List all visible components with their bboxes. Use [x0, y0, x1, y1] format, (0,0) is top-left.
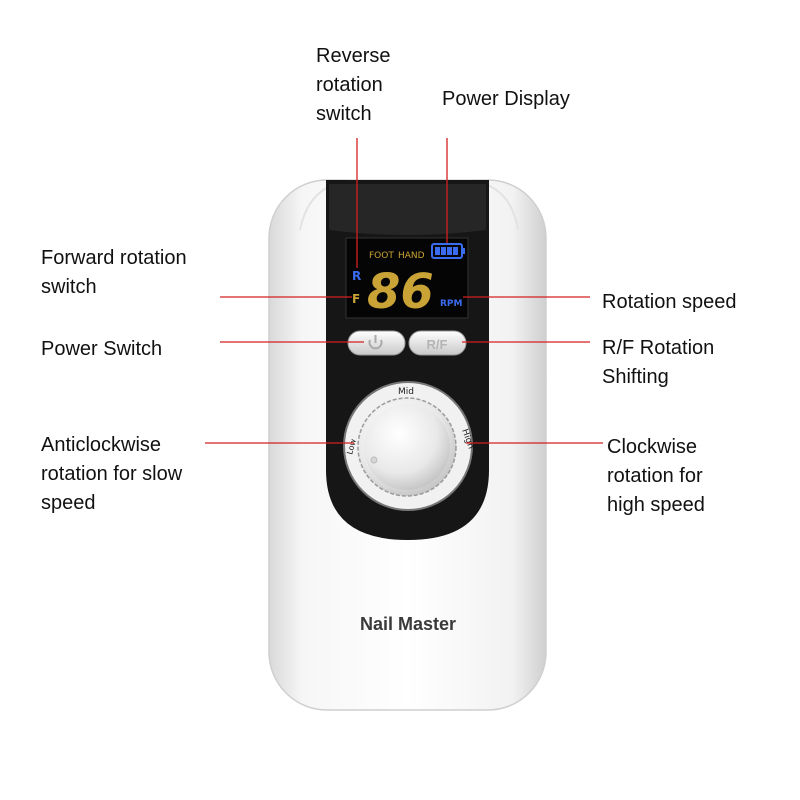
dial-low-label: Low [345, 438, 358, 456]
label-power-display: Power Display [442, 88, 570, 110]
speed-dial-knob[interactable] [357, 397, 457, 497]
label-forward-rotation-switch: Forward rotation switch [41, 247, 187, 298]
label-clockwise-rotation: Clockwise rotation for high speed [607, 436, 705, 516]
lcd-speed-value: 86 [367, 264, 434, 320]
label-power-switch: Power Switch [41, 338, 163, 360]
dial-indicator-dot [370, 456, 378, 464]
battery-icon [431, 243, 465, 259]
lcd-r-indicator: R [352, 269, 361, 283]
label-rotation-speed: Rotation speed [602, 291, 737, 313]
dial-mid-label: Mid [398, 387, 414, 397]
lcd-rpm-unit: RPM [440, 299, 463, 309]
panel-highlight [329, 184, 486, 235]
brand-logo: Nail Master [360, 614, 456, 634]
label-anticlockwise-rotation: Anticlockwise rotation for slow speed [41, 434, 183, 514]
lcd-foot-label: FOOT [369, 251, 394, 261]
label-rf-rotation-shifting: R/F Rotation Shifting [602, 337, 715, 388]
power-icon [368, 335, 383, 350]
rf-button[interactable] [408, 330, 467, 356]
label-reverse-rotation-switch: Reverse rotation switch [316, 45, 391, 125]
leader-lines [205, 138, 603, 444]
rf-button-label: R/F [427, 337, 448, 352]
lcd-f-indicator: F [352, 292, 360, 306]
lcd-hand-label: HAND [398, 251, 425, 261]
